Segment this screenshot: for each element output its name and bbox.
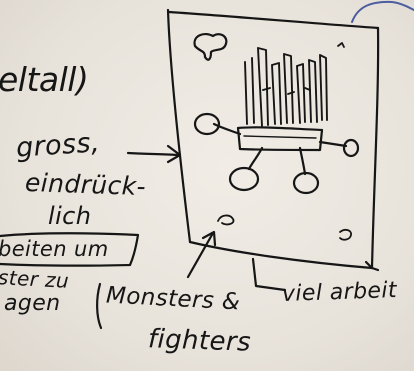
note-fighters: fighters: [147, 324, 252, 358]
bottom-right-scribble: [339, 228, 352, 241]
arrow-to-viel-arbeit: [251, 257, 287, 292]
central-hub: [236, 126, 324, 152]
note-beiten-um: beiten um: [0, 237, 109, 261]
note-viel-arbeit: viel arbeit: [281, 278, 398, 307]
blue-pen-stroke: [351, 0, 414, 23]
planet-blob: [193, 32, 228, 61]
note-ster-zu: ster zu: [0, 265, 70, 293]
small-star-mark: [337, 42, 345, 48]
tower-structure: [244, 47, 328, 127]
box-around-text: [0, 232, 140, 267]
note-weltall: eltall): [0, 60, 89, 99]
arrow-to-frame: [126, 144, 182, 164]
note-eindrueck: eindrück-: [24, 167, 147, 202]
bracket-line: [96, 282, 103, 330]
note-lich: lich: [48, 202, 92, 230]
orbit-nodes: [193, 112, 360, 195]
note-agen: agen: [4, 291, 61, 316]
arrow-to-bottom: [186, 230, 217, 279]
note-gross: gross,: [15, 127, 101, 164]
bottom-left-scribble: [217, 214, 235, 226]
